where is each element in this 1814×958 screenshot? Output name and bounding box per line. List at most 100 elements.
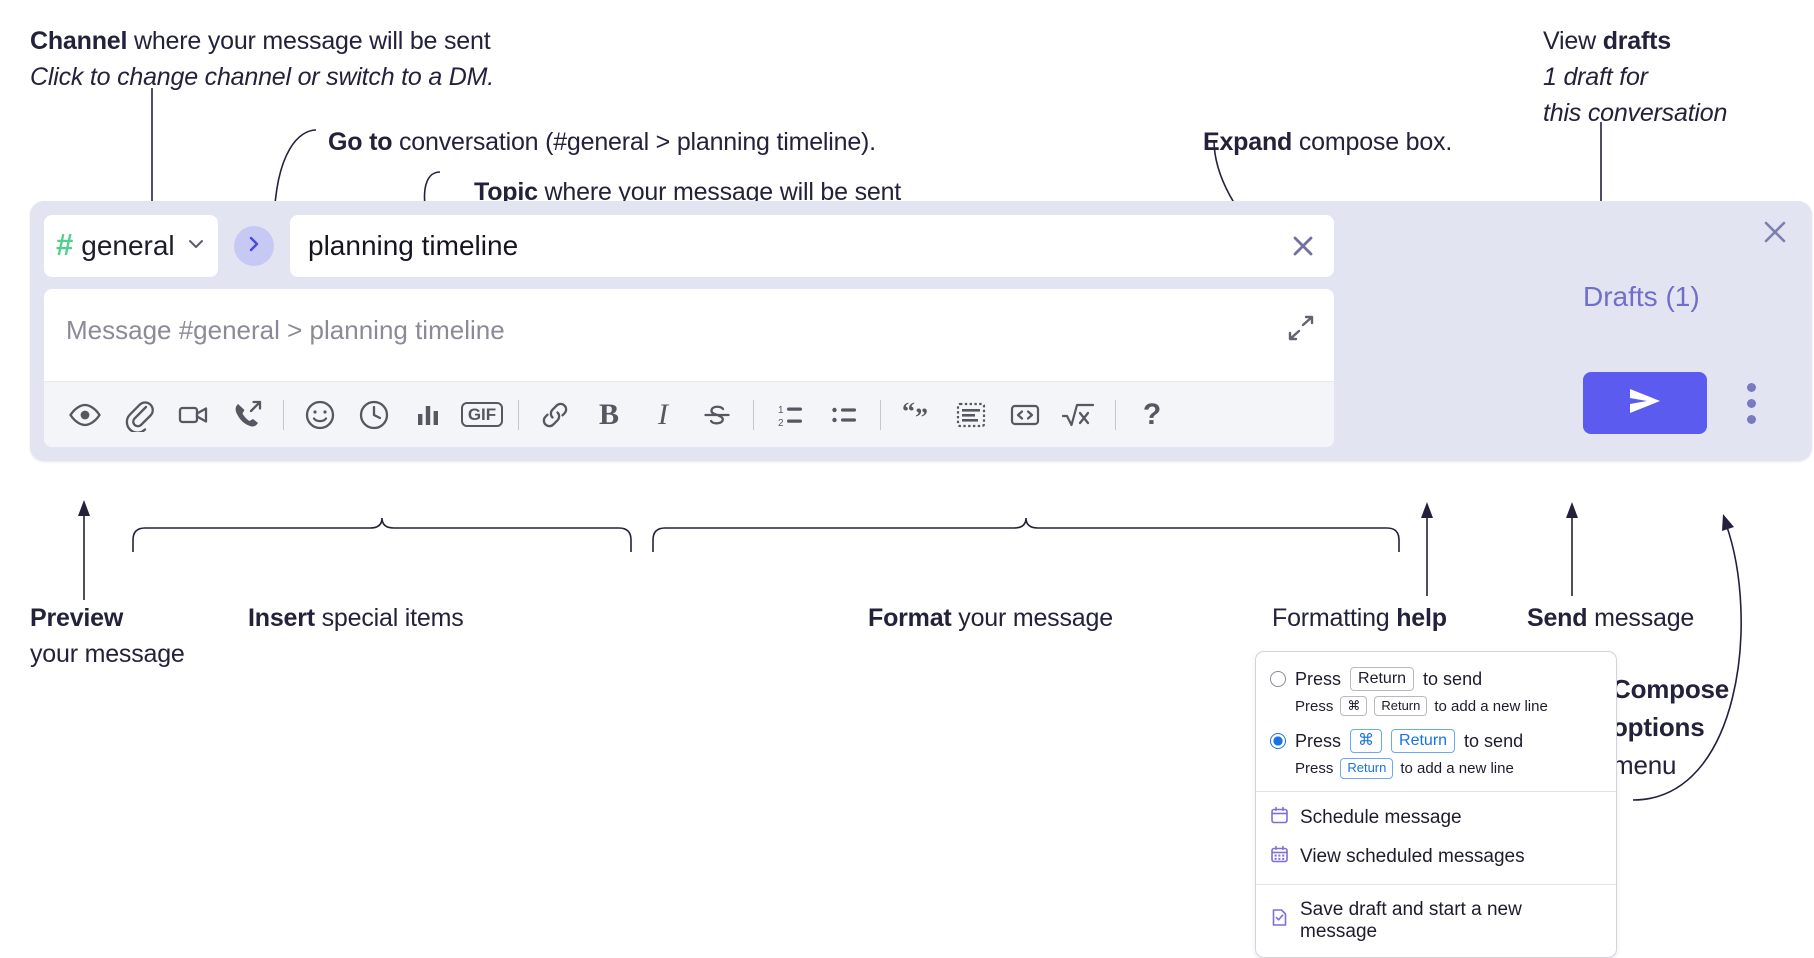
- option2-post: to send: [1464, 730, 1524, 751]
- ordered-list-icon[interactable]: 1 2: [763, 388, 817, 442]
- save-draft-icon: [1270, 908, 1289, 933]
- italic-icon[interactable]: I: [636, 388, 690, 442]
- key-return: Return: [1374, 696, 1428, 717]
- annotation-expand: Expand compose box.: [1203, 124, 1452, 160]
- message-placeholder: Message #general > planning timeline: [66, 315, 505, 345]
- radio-icon[interactable]: [1270, 671, 1286, 687]
- key-command: ⌘: [1340, 696, 1368, 717]
- bulleted-list-icon[interactable]: [817, 388, 871, 442]
- send-shortcut-options: Press Return to send Press ⌘ Return to a…: [1256, 652, 1616, 791]
- kebab-dot: [1746, 382, 1756, 392]
- menu-item-label: Save draft and start a new message: [1300, 898, 1522, 942]
- toolbar-separator: [880, 399, 881, 430]
- send-option-return-sub: Press ⌘ Return to add a new line: [1256, 694, 1616, 718]
- code-block-icon[interactable]: [944, 388, 998, 442]
- option1-post: to send: [1423, 668, 1483, 689]
- compose-panel: # general planning timeline Message #g: [30, 201, 1812, 461]
- annotation-channel-bold: Channel: [30, 27, 128, 55]
- chevron-down-icon: [186, 234, 206, 259]
- chevron-right-icon: [244, 234, 264, 259]
- expand-icon[interactable]: [1286, 313, 1316, 343]
- schedule-group: Schedule message View scheduled messages: [1256, 792, 1616, 884]
- annotation-channel-rest: where your message will be sent: [127, 27, 491, 55]
- annotation-drafts: View drafts 1 draft for this conversatio…: [1543, 23, 1803, 131]
- menu-divider: [1256, 790, 1616, 792]
- key-return: Return: [1340, 758, 1394, 779]
- annotation-goto-bold: Go to: [328, 128, 393, 156]
- topic-value: planning timeline: [308, 230, 519, 261]
- annotation-goto: Go to conversation (#general > planning …: [328, 124, 876, 160]
- menu-item-save-draft[interactable]: Save draft and start a new message: [1256, 892, 1616, 950]
- link-icon[interactable]: [528, 388, 582, 442]
- close-icon[interactable]: [1758, 215, 1792, 249]
- more-vertical-icon[interactable]: [1735, 377, 1767, 429]
- toolbar-separator: [1115, 399, 1116, 430]
- key-return: Return: [1350, 667, 1415, 691]
- audio-call-icon[interactable]: [220, 388, 274, 442]
- annotation-help-lead: Formatting: [1272, 604, 1397, 632]
- blockquote-icon[interactable]: “ ”: [890, 388, 944, 442]
- video-icon[interactable]: [166, 388, 220, 442]
- annotation-compose-options-bold1: Compose: [1612, 674, 1730, 704]
- code-icon[interactable]: [998, 388, 1052, 442]
- svg-text:“: “: [902, 398, 915, 426]
- option2-sub-post: to add a new line: [1400, 759, 1514, 777]
- send-button[interactable]: [1583, 372, 1707, 434]
- bold-label: B: [598, 397, 619, 431]
- help-icon[interactable]: ?: [1125, 388, 1179, 442]
- gif-icon[interactable]: GIF: [455, 388, 509, 442]
- clock-icon[interactable]: [347, 388, 401, 442]
- hash-icon: #: [56, 226, 74, 262]
- goto-conversation-button[interactable]: [234, 226, 274, 266]
- send-option-cmd-return-sub: Press Return to add a new line: [1256, 756, 1616, 780]
- radio-icon[interactable]: [1270, 733, 1286, 750]
- emoji-icon[interactable]: [293, 388, 347, 442]
- annotation-expand-bold: Expand: [1203, 128, 1293, 156]
- close-icon[interactable]: [1286, 229, 1320, 263]
- annotation-drafts-bold: drafts: [1602, 27, 1671, 55]
- menu-divider: [1256, 883, 1616, 885]
- annotation-goto-rest: conversation (#general > planning timeli…: [392, 128, 876, 156]
- kebab-dot: [1746, 398, 1756, 408]
- topic-input[interactable]: planning timeline: [290, 215, 1334, 277]
- kebab-dot: [1746, 414, 1756, 424]
- math-icon[interactable]: [1052, 388, 1106, 442]
- poll-icon[interactable]: [401, 388, 455, 442]
- strikethrough-icon[interactable]: [690, 388, 744, 442]
- menu-item-label: View scheduled messages: [1300, 846, 1525, 867]
- drafts-link[interactable]: Drafts (1): [1583, 281, 1700, 312]
- send-option-return[interactable]: Press Return to send: [1256, 664, 1616, 694]
- channel-name: general: [81, 230, 175, 261]
- annotation-formatting-help: Formatting help: [1272, 600, 1447, 636]
- annotation-drafts-italic2: this conversation: [1543, 99, 1728, 127]
- menu-item-view-scheduled-messages[interactable]: View scheduled messages: [1256, 838, 1616, 877]
- annotation-format-bold: Format: [868, 604, 952, 632]
- compose-options-menu: Press Return to send Press ⌘ Return to a…: [1255, 651, 1617, 958]
- attachment-icon[interactable]: [112, 388, 166, 442]
- formatting-toolbar: GIF B I: [44, 381, 1334, 447]
- annotation-drafts-italic1: 1 draft for: [1543, 63, 1648, 91]
- svg-text:1: 1: [778, 405, 784, 416]
- key-command: ⌘: [1350, 729, 1383, 754]
- preview-icon[interactable]: [58, 388, 112, 442]
- italic-label: I: [658, 397, 668, 431]
- channel-selector[interactable]: # general: [44, 215, 218, 277]
- option1-sub-post: to add a new line: [1434, 697, 1548, 715]
- message-input-box[interactable]: Message #general > planning timeline: [44, 289, 1334, 447]
- option2-pre: Press: [1295, 730, 1342, 751]
- help-label: ?: [1142, 397, 1162, 431]
- annotation-channel: Channel where your message will be sent …: [30, 23, 650, 95]
- toolbar-separator: [283, 399, 284, 430]
- annotation-send-bold: Send: [1527, 604, 1588, 632]
- menu-item-schedule-message[interactable]: Schedule message: [1256, 799, 1616, 838]
- toolbar-separator: [518, 399, 519, 430]
- send-option-cmd-return[interactable]: Press ⌘ Return to send: [1256, 726, 1616, 756]
- annotation-drafts-lead: View: [1543, 27, 1603, 55]
- calendar-icon: [1270, 806, 1289, 831]
- bold-icon[interactable]: B: [582, 388, 636, 442]
- compose-header-row: # general planning timeline: [44, 215, 1334, 277]
- annotation-insert-bold: Insert: [248, 604, 315, 632]
- draft-group: Save draft and start a new message: [1256, 885, 1616, 957]
- annotation-compose-options: Compose options menu: [1612, 670, 1812, 784]
